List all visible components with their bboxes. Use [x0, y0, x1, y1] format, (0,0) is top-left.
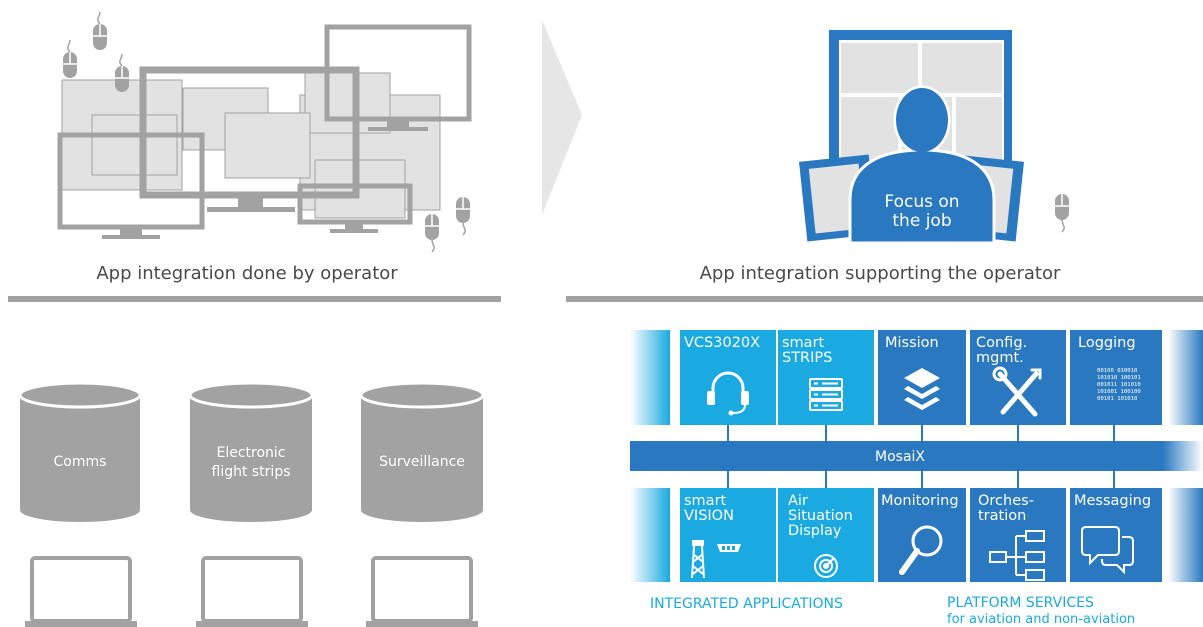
svg-text:001011 101010: 001011 101010	[1097, 382, 1141, 388]
tile-label: Display	[788, 523, 842, 539]
silo-label: Electronic	[216, 445, 285, 461]
chat-bubbles-icon	[1081, 526, 1134, 575]
tile-label: tration	[978, 508, 1026, 524]
mouse-icon	[62, 39, 78, 79]
tile-label: mgmt.	[976, 350, 1024, 366]
divider-left	[8, 296, 501, 302]
tile-label: Messaging	[1074, 493, 1151, 509]
strips-icon	[809, 378, 843, 411]
transition-arrow	[542, 20, 582, 215]
tile-smart-vision	[680, 488, 776, 582]
tower-camera-icon	[691, 540, 741, 579]
svg-text:00100 010010: 00100 010010	[1097, 368, 1137, 374]
caption-supporting-integration: App integration supporting the operator	[700, 263, 1061, 284]
svg-text:101010 100101: 101010 100101	[1097, 375, 1141, 381]
tile-label: Air	[788, 493, 808, 509]
tile-label: smart	[684, 493, 727, 509]
mouse-icon	[455, 196, 471, 236]
silo-label: flight strips	[211, 464, 290, 480]
tile-label: Logging	[1078, 335, 1136, 351]
tile-vcs3020x	[680, 330, 776, 425]
tile-label: Mission	[885, 335, 939, 351]
tile-config-mgmt	[970, 330, 1066, 425]
svg-text:00101 101010: 00101 101010	[1097, 396, 1137, 402]
magnifier-icon	[899, 525, 943, 575]
caption-operator-integration: App integration done by operator	[96, 263, 398, 284]
tile-label: VCS3020X	[684, 335, 760, 351]
tile-label: Orches-	[978, 493, 1034, 509]
tile-label: STRIPS	[782, 350, 832, 366]
cluttered-workstation-illustration	[57, 11, 472, 252]
layers-icon	[904, 368, 940, 410]
radar-icon	[814, 554, 838, 578]
mosaix-architecture: VCS3020X smart STRIPS Mission Config.	[630, 330, 1203, 627]
silo-surveillance: Surveillance	[359, 381, 485, 627]
mouse-icon	[92, 11, 108, 51]
focus-text-line1: Focus on	[884, 192, 959, 212]
tile-logging	[1070, 330, 1162, 425]
hierarchy-icon	[989, 530, 1045, 581]
tile-label: Monitoring	[881, 493, 959, 509]
footer-platform-sub: for aviation and non-aviation	[947, 612, 1135, 627]
bus-label: MosaiX	[875, 449, 925, 465]
silo-label: Comms	[54, 454, 107, 470]
mouse-icon	[424, 213, 440, 252]
tile-monitoring	[878, 488, 966, 582]
binary-icon: 00100 010010 101010 100101 001011 101010…	[1097, 368, 1141, 402]
tile-label: smart	[782, 335, 825, 351]
focus-text-line2: the job	[892, 211, 951, 231]
mouse-icon	[114, 53, 130, 93]
tile-label: VISION	[684, 508, 734, 524]
tools-icon	[992, 366, 1042, 417]
svg-text:101001 100100: 101001 100100	[1097, 389, 1141, 395]
silo-comms: Comms	[18, 381, 142, 627]
headset-icon	[707, 371, 749, 416]
footer-platform-services: PLATFORM SERVICES	[947, 595, 1094, 611]
focused-operator-illustration: Focus on the job	[799, 30, 1070, 245]
mosaix-bus	[630, 441, 1203, 471]
tile-label: Situation	[788, 508, 853, 524]
footer-integrated-applications: INTEGRATED APPLICATIONS	[650, 596, 843, 612]
tile-label: Config.	[976, 335, 1027, 351]
divider-right	[566, 296, 1203, 302]
mouse-icon	[1054, 193, 1070, 233]
silo-label: Surveillance	[379, 454, 465, 470]
silo-electronic-flight-strips: Electronic flight strips	[188, 381, 314, 627]
